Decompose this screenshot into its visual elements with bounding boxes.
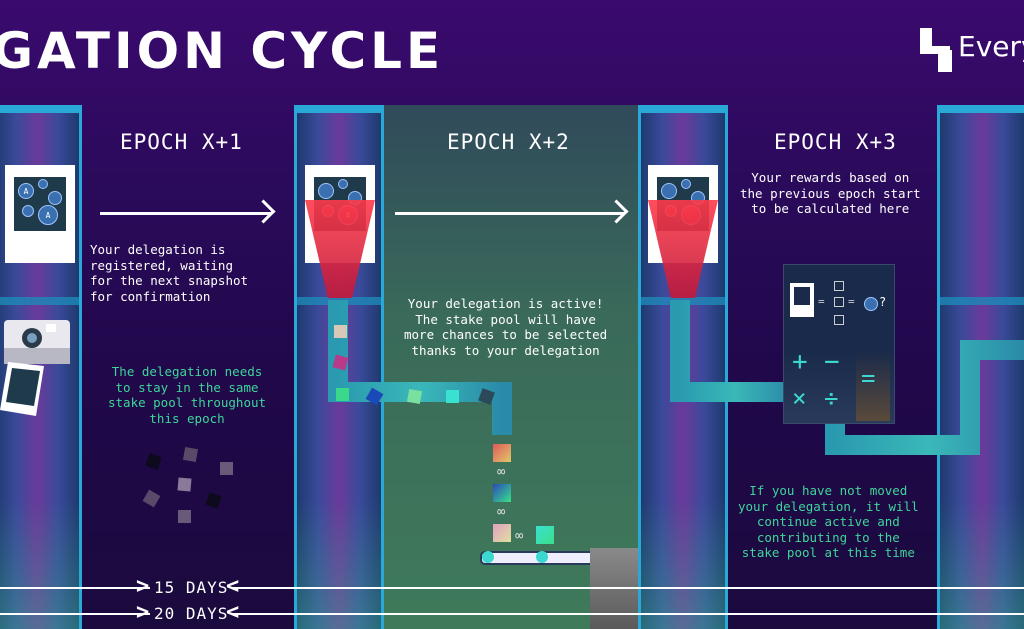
camera-icon — [0, 320, 70, 416]
stay-text: The delegation needs to stay in the same… — [108, 364, 267, 426]
logo-icon — [920, 28, 952, 72]
epoch-pillar — [937, 105, 1024, 629]
chain-link-icon: ∞ — [497, 464, 506, 480]
chevron-left-icon: < — [226, 574, 240, 599]
coin-icon — [22, 205, 34, 217]
coin-icon — [681, 179, 691, 189]
coin-icon — [661, 183, 677, 199]
token-square — [493, 484, 511, 502]
token-square — [406, 388, 423, 405]
duration-label: 15 DAYS — [150, 578, 233, 597]
epoch-heading: EPOCH X+3 — [774, 130, 897, 154]
chevron-left-icon: < — [226, 600, 240, 625]
coin-icon — [38, 179, 48, 189]
times-icon: × — [792, 384, 807, 412]
token-square — [336, 388, 349, 401]
token-square — [178, 510, 191, 523]
token-square — [493, 524, 511, 542]
token-square — [493, 444, 511, 462]
arrow-right-icon — [395, 212, 625, 215]
continue-text: If you have not moved your delegation, i… — [738, 483, 919, 560]
chain-link-icon: ∞ — [497, 504, 506, 520]
minus-icon: − — [824, 347, 840, 377]
active-text: Your delegation is active! The stake poo… — [404, 296, 608, 358]
token-square — [334, 325, 347, 338]
chevron-right-icon: > — [136, 574, 150, 599]
scan-beam — [305, 200, 375, 298]
logo-text: Every — [958, 30, 1024, 63]
token-square — [220, 462, 233, 475]
arrow-right-icon — [100, 212, 272, 215]
coin-icon — [318, 183, 334, 199]
token-square — [145, 453, 162, 470]
registered-text: Your delegation is registered, waiting f… — [90, 242, 249, 304]
epoch-heading: EPOCH X+2 — [447, 130, 570, 154]
divide-icon: ÷ — [824, 384, 839, 412]
coin-icon — [338, 179, 348, 189]
chevron-right-icon: > — [136, 600, 150, 625]
token-square — [182, 446, 199, 463]
active-epoch-zone — [384, 105, 638, 629]
progress-knob — [482, 551, 494, 563]
progress-knob — [536, 551, 548, 563]
plus-icon: + — [792, 347, 808, 377]
coin-icon: A — [38, 205, 58, 225]
token-square — [205, 492, 222, 509]
duration-line — [0, 587, 1024, 589]
token-square — [142, 489, 161, 508]
epoch-heading: EPOCH X+1 — [120, 130, 243, 154]
token-square — [177, 477, 192, 492]
equals-icon: = — [861, 364, 876, 392]
coin-icon — [48, 191, 62, 205]
calculator-icon: = = ? + − × ÷ = — [783, 264, 895, 424]
conveyor-pipe — [328, 300, 1024, 455]
coin-icon: A — [18, 183, 34, 199]
scan-beam — [648, 200, 718, 298]
token-square — [446, 390, 459, 403]
calculator-result: ? — [879, 295, 887, 309]
page-title: GATION CYCLE — [0, 22, 445, 80]
token-square — [536, 526, 554, 544]
duration-label: 20 DAYS — [150, 604, 233, 623]
duration-line — [0, 613, 1024, 615]
snapshot-card: A A — [5, 165, 75, 263]
chain-link-icon: ∞ — [515, 528, 524, 544]
rewards-text: Your rewards based on the previous epoch… — [740, 170, 921, 216]
